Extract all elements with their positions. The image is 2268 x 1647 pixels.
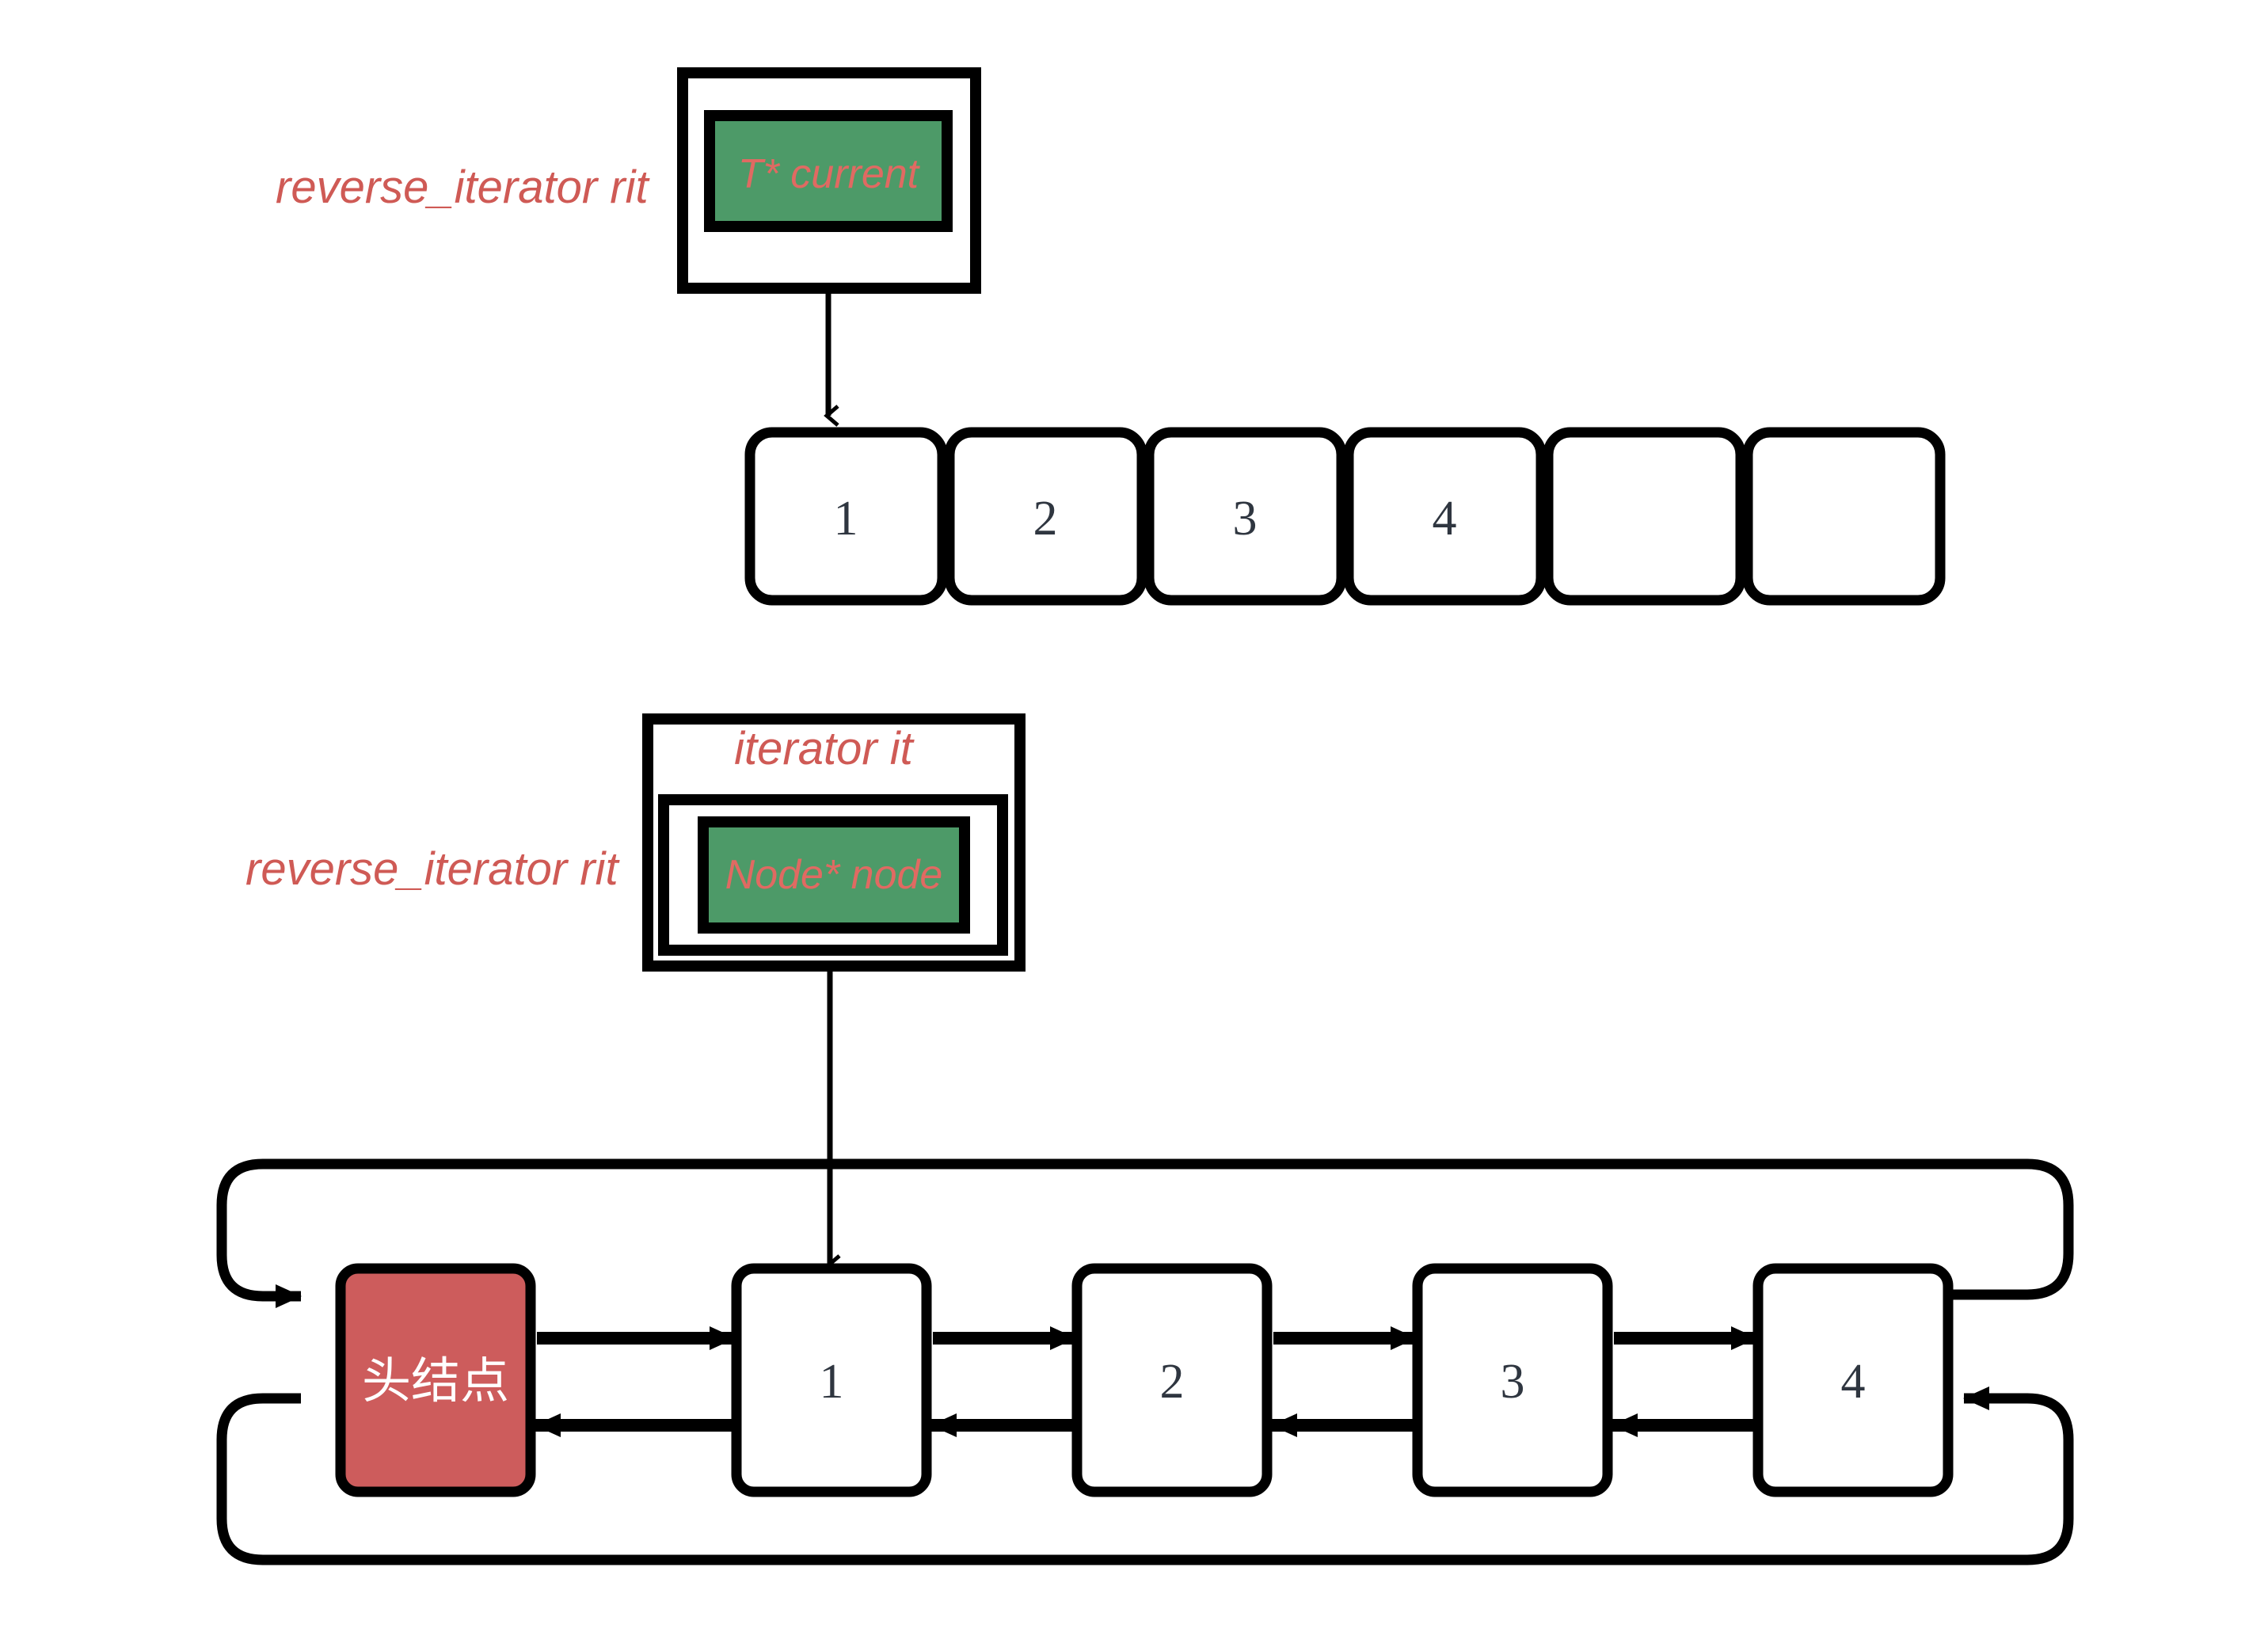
array-cell[interactable]: 4: [1343, 427, 1547, 606]
circular-link-bottom: [216, 1386, 2074, 1565]
array-cell-value: 2: [1033, 492, 1058, 546]
list-head-node[interactable]: 头结点: [335, 1263, 536, 1497]
top-member-current-label: T* current: [738, 151, 921, 197]
list-node[interactable]: 1: [731, 1263, 932, 1497]
list-node-value: 1: [820, 1355, 844, 1409]
array-cell[interactable]: [1543, 427, 1746, 606]
list-head-node-label: 头结点: [362, 1354, 509, 1409]
bottom-iterator-label: iterator it: [734, 723, 915, 774]
top-reverse-iterator-label: reverse_iterator rit: [276, 162, 650, 213]
bottom-member-node-box: [698, 816, 970, 934]
array-cell[interactable]: 3: [1144, 427, 1347, 606]
list-node-value: 2: [1160, 1355, 1185, 1409]
bottom-reverse-iterator-label: reverse_iterator rit: [245, 843, 620, 895]
bottom-member-node-label: Node* node: [725, 852, 943, 898]
array-cell-value: 3: [1233, 492, 1258, 546]
list-node-value: 3: [1501, 1355, 1525, 1409]
array-container: 1 2 3 4: [744, 427, 1946, 606]
array-cell[interactable]: 2: [944, 427, 1147, 606]
list-node[interactable]: 4: [1752, 1263, 1954, 1497]
array-cell-value: 1: [834, 492, 858, 546]
array-cell[interactable]: 1: [744, 427, 948, 606]
list-node[interactable]: 3: [1412, 1263, 1613, 1497]
list-node-value: 4: [1841, 1355, 1866, 1409]
list-node[interactable]: 2: [1071, 1263, 1273, 1497]
array-cell[interactable]: [1742, 427, 1946, 606]
circular-link-top: [216, 1158, 2074, 1308]
top-member-current-box: [704, 110, 953, 232]
array-cell-value: 4: [1433, 492, 1457, 546]
